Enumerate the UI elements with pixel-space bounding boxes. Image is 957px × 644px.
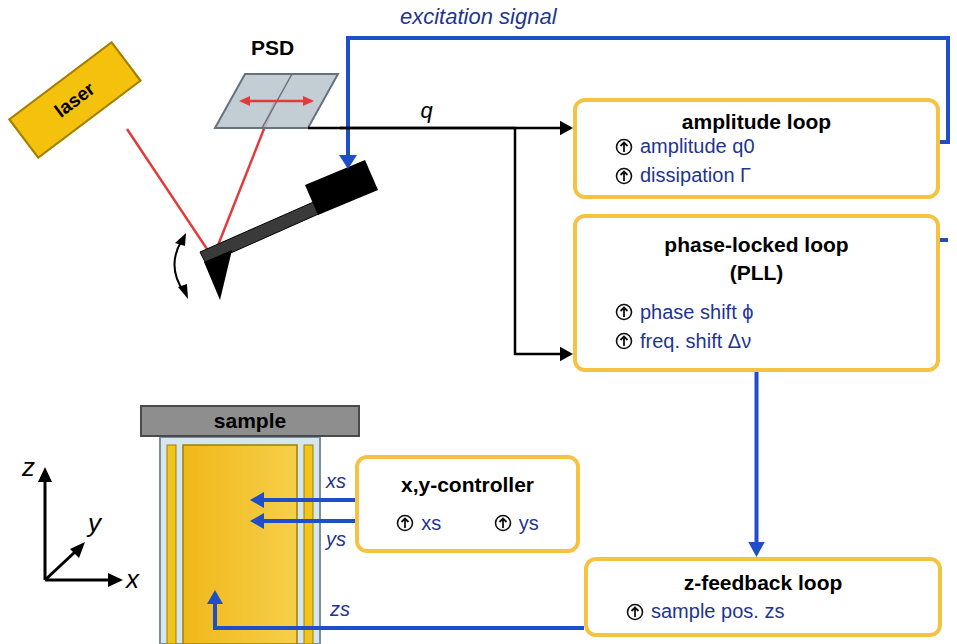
arrow-head bbox=[560, 347, 573, 361]
laser-beam bbox=[127, 129, 213, 258]
signal-name: ys bbox=[326, 528, 346, 551]
axis-z bbox=[38, 467, 52, 482]
output-item: amplitude q0 bbox=[591, 135, 922, 158]
item-list: phase shift ϕ freq. shift Δν bbox=[591, 301, 922, 353]
ys-wire bbox=[262, 519, 355, 523]
psd-double-arrow bbox=[247, 100, 306, 103]
connector-line bbox=[755, 372, 759, 544]
psd-double-arrow bbox=[303, 96, 314, 106]
edge-label: q bbox=[418, 98, 434, 124]
oscillation-arrow bbox=[178, 284, 188, 299]
cantilever-chip bbox=[305, 160, 378, 215]
psd-plate bbox=[215, 74, 338, 128]
toggle-icon bbox=[615, 167, 633, 185]
piezo-tube bbox=[160, 437, 320, 644]
piezo-electrode bbox=[167, 445, 176, 644]
output-item: sample pos. zs bbox=[602, 600, 924, 623]
box-heading: x,y-controller bbox=[401, 471, 534, 498]
ys-wire bbox=[250, 513, 264, 529]
output-name: sample pos. zs bbox=[651, 600, 784, 623]
control-box: x,y-controller xs ys bbox=[355, 455, 580, 553]
arrow-head bbox=[748, 542, 765, 557]
cantilever-tip bbox=[204, 250, 232, 300]
signal-name: xs bbox=[326, 470, 346, 493]
signal-wire bbox=[308, 127, 341, 130]
zs-wire bbox=[207, 590, 223, 604]
output-item: ys bbox=[494, 512, 539, 535]
signal-name: excitation signal bbox=[400, 4, 557, 30]
signal-connector bbox=[748, 372, 765, 557]
axis-y bbox=[45, 551, 76, 580]
item-list: amplitude q0 dissipation Γ bbox=[591, 135, 922, 187]
axis-z bbox=[44, 480, 47, 580]
toggle-icon bbox=[615, 138, 633, 156]
signal-name: zs bbox=[330, 598, 350, 621]
oscillation-arrow bbox=[174, 240, 184, 292]
toggle-icon bbox=[396, 514, 414, 532]
toggle-icon bbox=[626, 603, 644, 621]
output-name: phase shift ϕ bbox=[640, 301, 754, 324]
node-label: PSD bbox=[251, 36, 294, 60]
axis-x bbox=[45, 579, 110, 582]
axis-label: x bbox=[126, 564, 139, 595]
output-name: amplitude q0 bbox=[640, 135, 755, 158]
item-list: xs ys bbox=[373, 512, 562, 535]
axis-label: y bbox=[88, 508, 101, 539]
output-item: freq. shift Δν bbox=[591, 330, 922, 353]
axis-label: z bbox=[22, 452, 35, 483]
cantilever bbox=[200, 200, 323, 264]
xs-wire bbox=[250, 492, 264, 508]
sample-plate: sample bbox=[140, 405, 360, 437]
box-heading: phase-locked loop (PLL) bbox=[642, 231, 872, 286]
psd-double-arrow bbox=[239, 96, 250, 106]
excitation-wire bbox=[339, 155, 357, 169]
toggle-icon bbox=[615, 332, 633, 350]
node-label: sample bbox=[214, 409, 286, 433]
box-heading: z-feedback loop bbox=[684, 569, 843, 596]
signal-connector bbox=[340, 128, 573, 361]
output-name: xs bbox=[421, 512, 441, 535]
output-item: phase shift ϕ bbox=[591, 301, 922, 324]
output-name: dissipation Γ bbox=[640, 164, 751, 187]
toggle-icon bbox=[615, 303, 633, 321]
xs-wire bbox=[262, 498, 355, 502]
piezo-core bbox=[183, 445, 297, 644]
zs-wire bbox=[215, 602, 584, 628]
control-box: amplitude loopamplitude q0 dissipation Γ bbox=[573, 98, 940, 199]
output-name: ys bbox=[519, 512, 539, 535]
excitation-wire bbox=[940, 238, 948, 242]
oscillation-arrow bbox=[175, 233, 186, 246]
output-item: xs bbox=[396, 512, 441, 535]
output-item: dissipation Γ bbox=[591, 164, 922, 187]
toggle-icon bbox=[494, 514, 512, 532]
piezo-electrode bbox=[304, 445, 313, 644]
box-heading: amplitude loop bbox=[682, 108, 831, 135]
connector-line bbox=[340, 128, 562, 354]
arrow-head bbox=[560, 121, 573, 135]
laser-source: laser bbox=[8, 41, 142, 159]
axis-y bbox=[70, 542, 85, 558]
axis-x bbox=[108, 573, 123, 587]
item-list: sample pos. zs bbox=[602, 600, 924, 623]
control-box: z-feedback loop sample pos. zs bbox=[584, 557, 942, 637]
node-label: laser bbox=[51, 78, 100, 122]
output-name: freq. shift Δν bbox=[640, 330, 751, 353]
position-detector: PSD bbox=[205, 36, 340, 136]
control-box: phase-locked loop (PLL) phase shift ϕ freq… bbox=[573, 214, 940, 372]
